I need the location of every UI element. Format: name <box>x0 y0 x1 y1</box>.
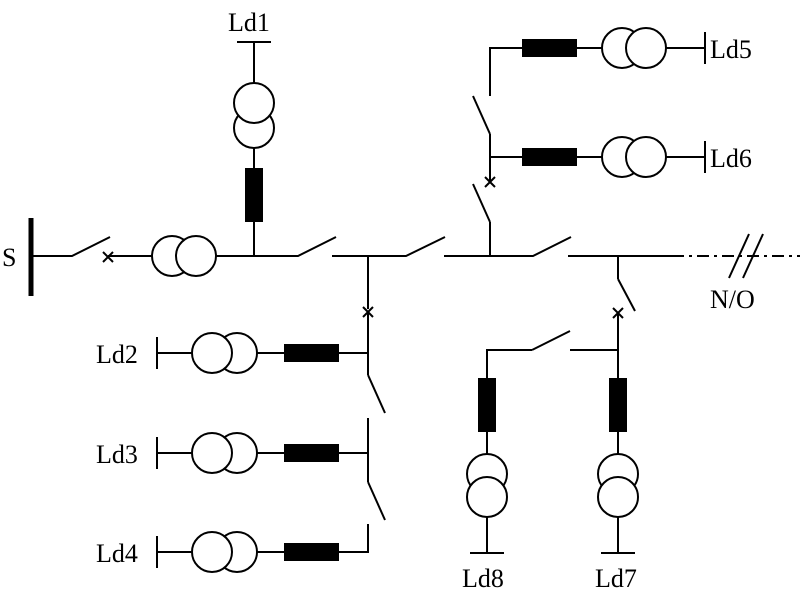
feeder-line-source <box>31 236 111 257</box>
transformer-ld2 <box>191 332 258 374</box>
cable-segment <box>522 148 577 166</box>
branch-breaker-mark <box>612 307 624 319</box>
transformer-ld5 <box>601 27 667 69</box>
tie-switch <box>531 330 571 351</box>
source-label: S <box>2 243 16 272</box>
cable-segment <box>245 168 263 222</box>
transformer-ld6 <box>601 136 667 178</box>
branch-switch <box>617 278 636 312</box>
load-label-ld5: Ld5 <box>710 35 752 64</box>
branch-switch <box>367 481 386 521</box>
normally-open-switch-mark <box>728 233 764 279</box>
cable-segment <box>478 378 496 432</box>
main-transformer <box>151 235 217 277</box>
cable-segment <box>522 39 577 57</box>
main-feeder-line <box>216 236 337 257</box>
transformer-ld8 <box>466 453 508 518</box>
cable-segment <box>284 344 339 362</box>
load-label-ld4: Ld4 <box>96 539 138 568</box>
load-label-ld1: Ld1 <box>228 8 270 37</box>
transformer-ld1 <box>233 82 275 149</box>
load-label-ld7: Ld7 <box>595 564 637 593</box>
transformer-ld7 <box>597 453 639 518</box>
main-feeder-line <box>444 236 572 257</box>
transformer-ld4 <box>191 531 258 573</box>
load-label-ld3: Ld3 <box>96 440 138 469</box>
branch-line-ld8 <box>486 349 532 378</box>
transformer-ld3 <box>191 432 258 474</box>
cable-segment <box>284 444 339 462</box>
cable-segment <box>284 543 339 561</box>
load-label-ld2: Ld2 <box>96 340 138 369</box>
branch-line-ld5-ld6 <box>489 47 522 96</box>
load-label-ld8: Ld8 <box>462 564 504 593</box>
branch-switch <box>367 374 386 414</box>
normally-open-label: N/O <box>710 285 755 314</box>
cable-segment <box>609 378 627 432</box>
main-feeder-line <box>332 236 446 257</box>
branch-line-ld2-ld4 <box>339 524 369 553</box>
branch-switch <box>472 95 491 135</box>
load-label-ld6: Ld6 <box>710 144 752 173</box>
branch-switch <box>472 183 491 223</box>
